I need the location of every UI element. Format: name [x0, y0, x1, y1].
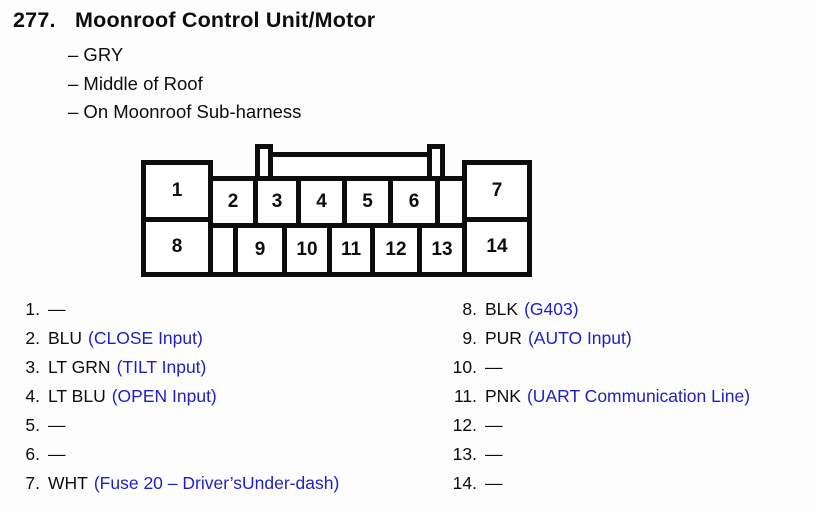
page-title: Moonroof Control Unit/Motor	[75, 8, 376, 32]
pin-row-13: 13. —	[397, 440, 750, 469]
pin-row-9: 9. PUR (AUTO Input)	[397, 324, 750, 353]
pin-description: (OPEN Input)	[111, 386, 217, 406]
pin-row-10: 10. —	[397, 353, 750, 382]
pin-wire-color: LT BLU	[48, 386, 106, 406]
pin-wire-color: WHT	[48, 473, 88, 493]
pin-row-5: 5. —	[0, 411, 339, 440]
pin-number: 8.	[462, 299, 477, 319]
pin-row-4: 4. LT BLU (OPEN Input)	[0, 382, 339, 411]
pin-number: 13.	[452, 444, 477, 464]
pin-number: 12.	[452, 415, 477, 435]
pin-list-left: 1. — 2. BLU (CLOSE Input) 3. LT GRN (TIL…	[0, 295, 339, 498]
pin-row-8: 8. BLK (G403)	[397, 295, 750, 324]
pin-row-3: 3. LT GRN (TILT Input)	[0, 353, 339, 382]
pin-row-2: 2. BLU (CLOSE Input)	[0, 324, 339, 353]
pin-number: 2.	[25, 328, 40, 348]
pin-cell-7: 7	[462, 160, 532, 222]
pin-cell-2: 2	[208, 176, 258, 228]
pin-number: 7.	[25, 473, 40, 493]
pin-number: 11.	[453, 386, 477, 406]
pin-cell-9: 9	[233, 223, 287, 277]
pin-wire-color: LT GRN	[48, 357, 111, 377]
pin-number: 1.	[25, 299, 40, 319]
detail-line-color: – GRY	[68, 44, 124, 65]
detail-line-harness: – On Moonroof Sub-harness	[68, 101, 302, 123]
pin-cell-8: 8	[141, 217, 213, 277]
pin-description: (UART Communication Line)	[526, 386, 751, 406]
pin-number: 14.	[452, 473, 477, 493]
blank-cell-top	[435, 176, 467, 228]
pin-number: 3.	[25, 357, 40, 377]
pin-cell-11: 11	[327, 223, 375, 277]
pin-cell-6: 6	[388, 176, 440, 228]
pin-list-right: 8. BLK (G403) 9. PUR (AUTO Input) 10. — …	[397, 295, 750, 498]
pin-wire-color: PUR	[485, 328, 522, 348]
pin-description: (CLOSE Input)	[88, 328, 203, 348]
pin-wire-color: —	[485, 357, 503, 377]
pin-cell-1: 1	[141, 160, 213, 222]
pin-row-7: 7. WHT (Fuse 20 – Driver’sUnder-dash)	[0, 469, 339, 498]
pin-cell-4: 4	[296, 176, 347, 228]
pin-number: 4.	[25, 386, 40, 406]
pin-cell-10: 10	[282, 223, 332, 277]
detail-line-location: – Middle of Roof	[68, 72, 203, 94]
pin-description: (Fuse 20 – Driver’sUnder-dash)	[93, 473, 340, 493]
section-number: 277.	[13, 8, 56, 32]
pin-row-14: 14. —	[397, 469, 750, 498]
pin-wire-color: BLK	[485, 299, 519, 319]
pin-cell-3: 3	[253, 176, 301, 228]
pin-row-11: 11. PNK (UART Communication Line)	[397, 382, 750, 411]
pin-wire-color: —	[485, 415, 503, 435]
pin-number: 5.	[25, 415, 40, 435]
pin-cell-5: 5	[342, 176, 393, 228]
pin-row-12: 12. —	[397, 411, 750, 440]
pin-wire-color: —	[48, 299, 66, 319]
pin-number: 9.	[462, 328, 477, 348]
pin-wire-color: —	[485, 444, 503, 464]
pin-description: (G403)	[524, 299, 579, 319]
pin-row-6: 6. —	[0, 440, 339, 469]
pin-cell-12: 12	[370, 223, 422, 277]
pin-wire-color: —	[485, 473, 503, 493]
pin-wire-color: —	[48, 444, 66, 464]
pin-wire-color: PNK	[485, 386, 521, 406]
pin-number: 6.	[25, 444, 40, 464]
pin-wire-color: —	[48, 415, 66, 435]
connector-details: – GRY – Middle of Roof – On Moonroof Sub…	[68, 41, 301, 127]
pin-cell-13: 13	[417, 223, 467, 277]
pin-number: 10.	[452, 357, 477, 377]
pin-cell-14: 14	[462, 217, 532, 277]
pin-row-1: 1. —	[0, 295, 339, 324]
pin-wire-color: BLU	[48, 328, 83, 348]
pin-description: (AUTO Input)	[527, 328, 632, 348]
pin-description: (TILT Input)	[116, 357, 207, 377]
